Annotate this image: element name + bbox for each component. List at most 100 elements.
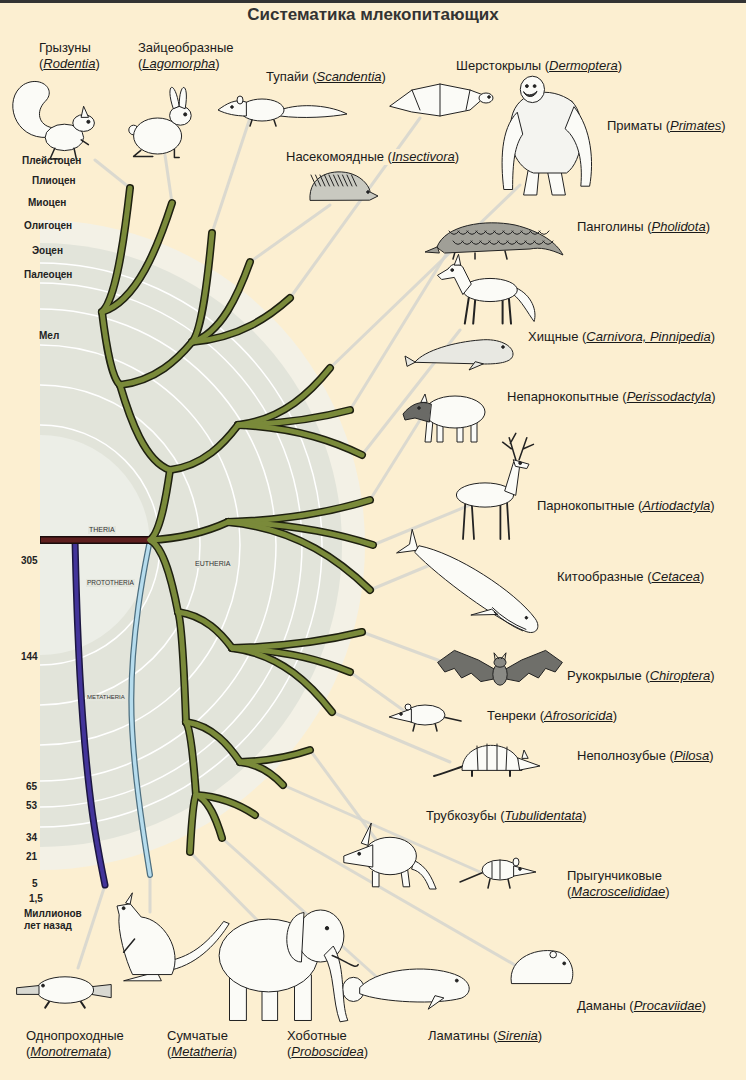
text-part: Однопроходные: [26, 1028, 124, 1043]
leader-line: [373, 505, 470, 545]
animal-part: [492, 860, 500, 879]
latin-name: (Chiroptera): [645, 668, 714, 683]
animal-part: [524, 92, 537, 97]
animal-part: [428, 996, 443, 1009]
animal-part: [456, 483, 513, 507]
animal-part: [451, 269, 454, 272]
clade-name: EUTHERIA: [194, 560, 231, 568]
epoch-name: Палеоцен: [23, 269, 73, 281]
age-number: Миллионов лет назад: [23, 908, 89, 932]
text-part: ): [711, 329, 715, 344]
animal-part: [403, 402, 431, 422]
animal-part: [563, 962, 566, 965]
leader-line: [370, 420, 420, 500]
text-part: Даманы: [577, 998, 629, 1013]
tree: [40, 188, 373, 885]
animal-figures: [13, 76, 592, 1022]
branch-outline: [228, 500, 370, 522]
epoch-name: Плейстоцен: [21, 155, 82, 167]
order-name: Шерстокрылы (Dermoptera): [455, 58, 623, 74]
order-name: Даманы (Procaviidae): [576, 998, 707, 1014]
text-part: Тенреки: [487, 708, 540, 723]
text-part: Primates: [670, 118, 721, 133]
animal-part: [91, 985, 111, 998]
aardvark-figure: [344, 823, 436, 889]
kangaroo-figure: [117, 893, 229, 981]
text-part: Приматы: [607, 118, 666, 133]
animal-part: [460, 872, 484, 882]
text-part: ): [702, 998, 706, 1013]
eutheria-branch: [240, 750, 310, 762]
order-name: Непарнокопытные (Perissodactyla): [506, 389, 717, 405]
animal-part: [332, 956, 358, 967]
text-part: Pilosa: [674, 748, 709, 763]
branch-outline: [170, 425, 238, 470]
animal-part: [400, 713, 403, 716]
order-name: Парнокопытные (Artiodactyla): [536, 498, 716, 514]
latin-name: (Metatheria): [167, 1044, 237, 1060]
eutheria-branch: [192, 233, 212, 342]
leader-line: [290, 118, 420, 298]
text-part: (: [666, 118, 670, 133]
text-part: ): [711, 389, 715, 404]
animal-part: [494, 658, 506, 668]
animal-part: [513, 858, 519, 866]
text-part: Хищные: [528, 329, 582, 344]
branch-outline: [192, 233, 212, 342]
text-part: Lagomorpha: [142, 56, 215, 71]
text-part: Pholidota: [651, 219, 705, 234]
text-part: Рукокрылые: [567, 668, 645, 683]
text-part: Perissodactyla: [627, 389, 712, 404]
text-part: ): [706, 219, 710, 234]
animal-part: [361, 823, 371, 845]
animal-part: [231, 106, 234, 109]
rabbit-figure: [129, 87, 191, 157]
text-part: (: [647, 219, 651, 234]
text-part: Metatheria: [171, 1044, 232, 1059]
order-name: Прыгунчиковые (Macroscelididae): [566, 868, 671, 899]
time-ring: [40, 425, 160, 665]
text-part: Сумчатые: [167, 1028, 228, 1043]
animal-part: [522, 750, 528, 758]
text-part: (: [622, 389, 626, 404]
eutheria-branch: [150, 522, 228, 540]
animal-part: [455, 979, 458, 982]
text-part: Proboscidea: [291, 1044, 363, 1059]
animal-part: [421, 394, 427, 402]
dog-figure: [438, 254, 535, 323]
animal-part: [505, 650, 563, 681]
text-part: ): [215, 56, 219, 71]
text-part: ): [618, 58, 622, 73]
animal-part: [519, 462, 522, 465]
text-part: (: [670, 748, 674, 763]
animal-part: [13, 81, 53, 137]
branch-outline: [120, 342, 192, 385]
text-part: (: [287, 1044, 291, 1059]
latin-name: (Scandentia): [312, 69, 386, 84]
text-part: (: [39, 56, 43, 71]
epoch-name: Олигоцен: [23, 220, 73, 232]
animal-part: [367, 191, 370, 194]
text-part: (: [582, 329, 586, 344]
text-part: Monotremata: [30, 1044, 107, 1059]
text-part: ): [710, 498, 714, 513]
animal-part: [463, 278, 518, 301]
tapir-figure: [403, 394, 485, 442]
text-part: Rodentia: [43, 56, 95, 71]
text-part: Chiroptera: [650, 668, 711, 683]
text-part: Панголины: [577, 219, 647, 234]
eshrew-figure: [460, 858, 536, 888]
order-name: Хоботные (Proboscidea): [286, 1028, 369, 1059]
text-part: Ламатины: [428, 1028, 493, 1043]
text-part: Artiodactyla: [642, 498, 710, 513]
animal-part: [360, 969, 469, 1002]
eutheria-branch: [192, 298, 290, 342]
animal-part: [550, 951, 557, 958]
text-part: Tubulidentata: [505, 808, 583, 823]
hyrax-figure: [511, 951, 573, 984]
animal-part: [87, 120, 90, 123]
eutheria-branch: [190, 795, 196, 852]
prototheria-branch: [75, 540, 105, 885]
eutheria-branch: [186, 722, 196, 795]
animal-part: [344, 845, 373, 867]
